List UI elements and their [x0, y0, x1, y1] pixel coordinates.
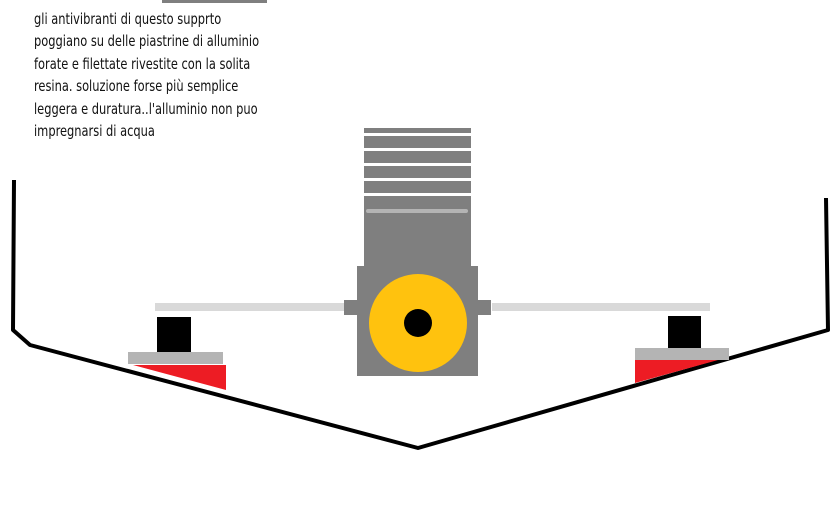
note-line: leggera e duratura..l'alluminio non puo: [34, 99, 258, 118]
left-aluminium-plate: [128, 352, 223, 364]
crankshaft-hole: [404, 309, 432, 337]
note-line: resina. soluzione forse più semplice: [34, 77, 239, 96]
hull-outline: [11, 179, 830, 450]
right-aluminium-plate: [635, 348, 729, 360]
right-resin: [635, 360, 718, 383]
left-mount-arm: [155, 303, 345, 311]
top-gray-mark: [162, 0, 267, 3]
left-resin: [133, 365, 226, 390]
note-line: forate e filettate rivestite con la soli…: [34, 54, 251, 73]
note-line: poggiano su delle piastrine di alluminio: [34, 32, 260, 51]
description-text: gli antivibranti di questo supprto poggi…: [34, 8, 354, 142]
right-mount-arm: [492, 303, 710, 311]
note-line: impregnarsi di acqua: [34, 122, 155, 141]
note-line: gli antivibranti di questo supprto: [34, 10, 222, 28]
left-antivibration-block: [157, 317, 191, 352]
right-antivibration-block: [668, 316, 701, 350]
engine: [344, 128, 491, 376]
